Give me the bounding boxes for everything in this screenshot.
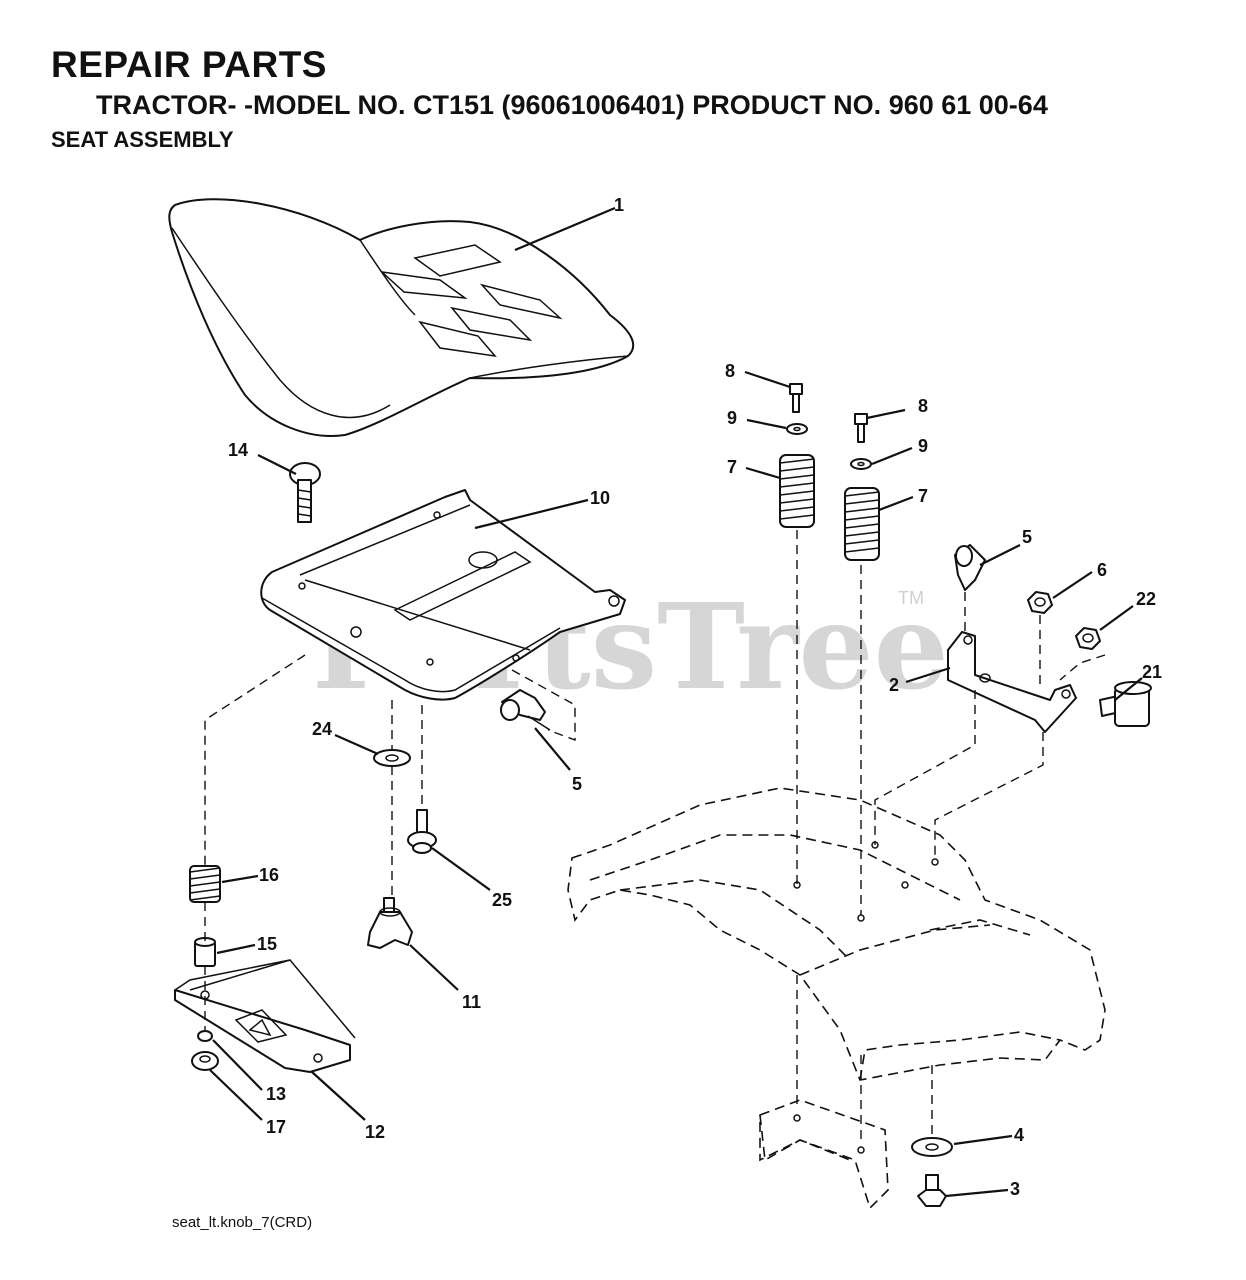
bolt-part-8a[interactable] [789,383,803,413]
callout-10: 10 [590,488,610,508]
seat-spring-part[interactable] [189,865,221,903]
callout-24: 24 [312,719,332,739]
callout-3: 3 [1010,1179,1020,1199]
callout-25: 25 [492,890,512,910]
diagram-id: seat_lt.knob_7(CRD) [172,1214,313,1231]
washer-part-24[interactable] [373,749,411,767]
washer-part-4[interactable] [911,1137,953,1157]
seat-part[interactable] [168,198,635,437]
bushing-part[interactable] [194,937,216,967]
callout-9b: 9 [918,436,928,456]
hex-nut-part-22[interactable] [1075,627,1101,650]
seat-clip-part-lower[interactable] [500,689,551,731]
callout-13: 13 [266,1084,286,1104]
carriage-bolt-part[interactable] [289,462,321,523]
callout-15: 15 [257,934,277,954]
page-title: REPAIR PARTS [51,44,327,85]
watermark-tm: TM [898,588,924,608]
callout-6: 6 [1097,560,1107,580]
callout-11: 11 [462,992,481,1012]
callout-21: 21 [1142,662,1162,682]
washer-part-9a[interactable] [786,423,808,435]
seat-bracket-part[interactable] [174,959,356,1073]
spring-part-7a[interactable] [779,454,815,528]
shoulder-bolt-part-21[interactable] [1099,681,1152,727]
callout-9a: 9 [727,408,737,428]
callout-7b: 7 [918,486,928,506]
spring-part-7b[interactable] [844,487,880,561]
callout-5-upper: 5 [1022,527,1032,547]
callout-8a: 8 [725,361,735,381]
callout-5-lower: 5 [572,774,582,794]
callout-17: 17 [266,1117,286,1137]
locknut-part-13[interactable] [197,1030,213,1042]
callout-14: 14 [228,440,248,460]
bolt-part-3[interactable] [917,1174,947,1207]
seat-clip-part-upper[interactable] [954,544,986,591]
flange-nut-part-17[interactable] [191,1051,219,1071]
tractor-frame [567,787,1106,1210]
section-title: SEAT ASSEMBLY [51,127,234,152]
callout-16: 16 [259,865,279,885]
shoulder-bolt-part[interactable] [407,809,437,854]
hex-nut-part-6[interactable] [1027,591,1053,614]
callout-4: 4 [1014,1125,1024,1145]
callout-2: 2 [889,675,899,695]
callout-1: 1 [614,195,624,215]
knob-part[interactable] [367,897,413,949]
callout-8b: 8 [918,396,928,416]
washer-part-9b[interactable] [850,458,872,470]
callout-22: 22 [1136,589,1156,609]
callout-12: 12 [365,1122,385,1142]
pivot-bracket-part[interactable] [947,631,1077,733]
bolt-part-8b[interactable] [854,413,868,443]
seat-pan-part[interactable] [260,489,626,701]
callout-7a: 7 [727,457,737,477]
model-subtitle: TRACTOR- -MODEL NO. CT151 (96061006401) … [96,90,1048,120]
